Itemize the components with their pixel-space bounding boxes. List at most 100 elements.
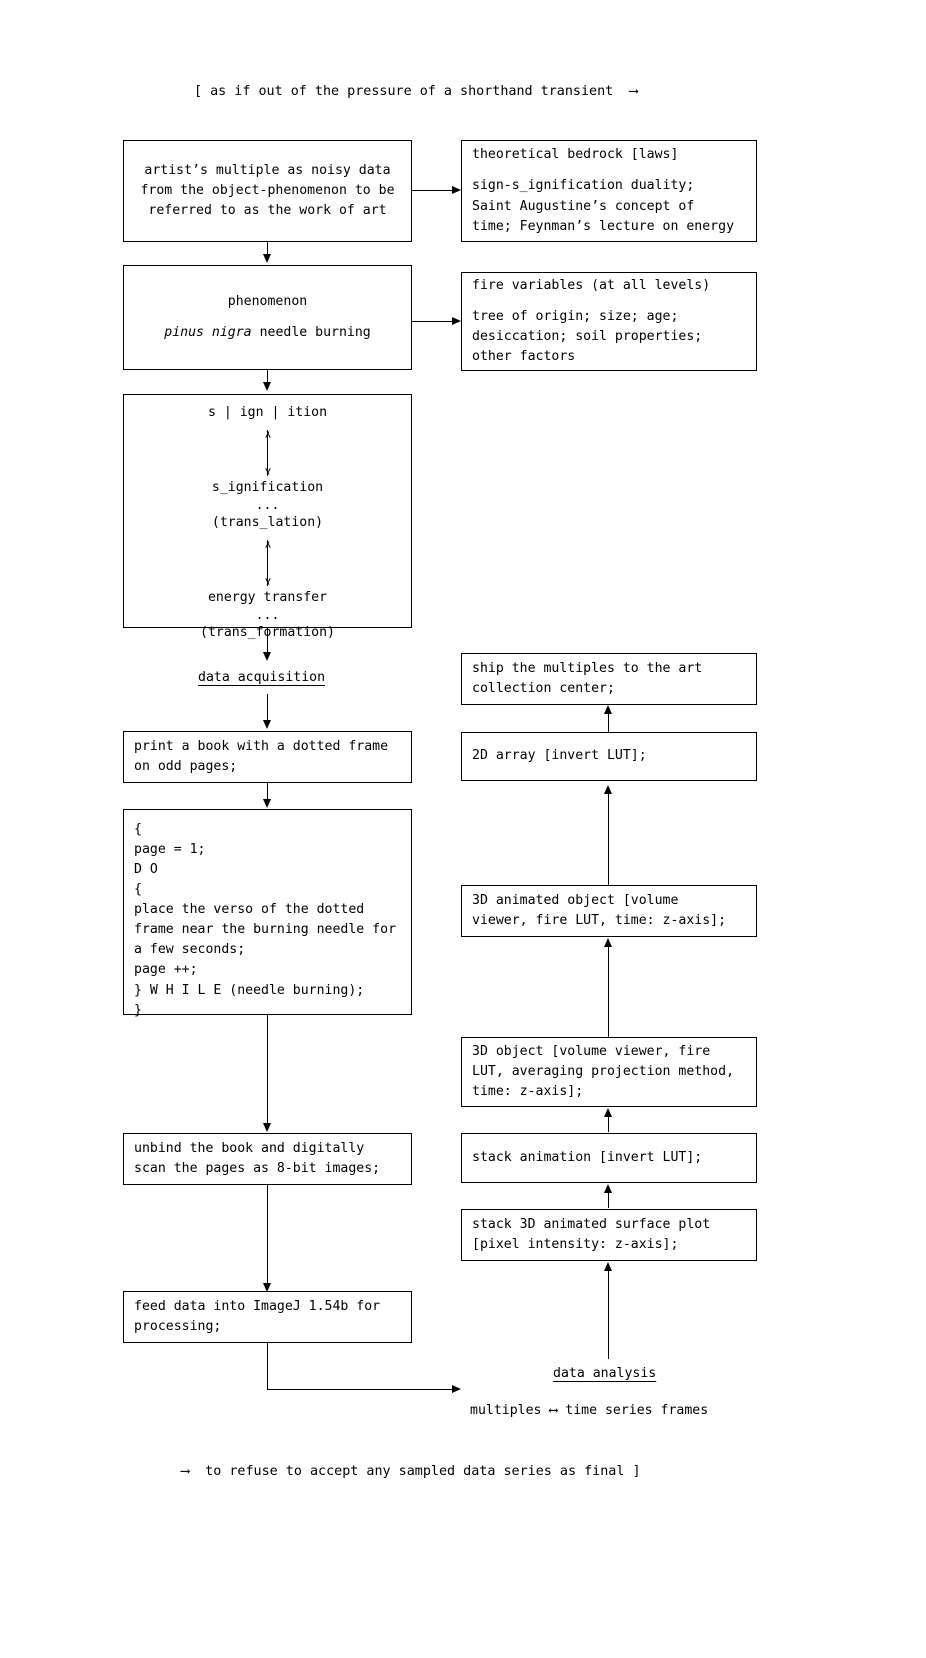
animated-3d-line-1: 3D animated object [volume xyxy=(472,892,679,908)
arrow-head-array-to-ship xyxy=(603,705,612,714)
box-theoretical-bedrock: theoretical bedrock [laws] sign-s_ignifi… xyxy=(461,140,757,242)
phenomenon-line-2: pinus nigra needle burning xyxy=(164,323,370,343)
object-3d-line-3: time: z-axis]; xyxy=(472,1084,584,1100)
artist-multiple-line-1: artist’s multiple as noisy data xyxy=(144,162,391,178)
connector-loop-to-unbind xyxy=(267,1015,268,1125)
arrow-head-analysis-to-surfaceplot xyxy=(603,1262,612,1271)
box-loop-code: { page = 1; D O { place the verso of the… xyxy=(123,809,412,1018)
arrow-head-ignition-up xyxy=(262,427,273,436)
print-book-line-2: on odd pages; xyxy=(134,759,238,774)
label-data-analysis: data analysis xyxy=(553,1366,657,1381)
arrow-head-stackanim-to-object3d xyxy=(603,1108,612,1117)
header-caption: [ as if out of the pressure of a shortha… xyxy=(194,84,638,99)
connector-artist-to-phenomenon xyxy=(267,242,268,256)
box-3d-animated-object: 3D animated object [volume viewer, fire … xyxy=(461,885,757,937)
stack-animation-line-1: stack animation [invert LUT]; xyxy=(472,1149,703,1165)
theoretical-bedrock-line-1: sign-s_ignification duality; xyxy=(472,178,695,194)
feed-imagej-line-1: feed data into ImageJ 1.54b for xyxy=(134,1298,381,1314)
loop-code-line-5: place the verso of the dotted xyxy=(134,902,365,918)
loop-code-line-1: { xyxy=(134,822,142,837)
signification-line-1: s | ign | ition xyxy=(207,405,328,420)
connector-phenomenon-to-fire xyxy=(412,321,452,322)
footer-caption: ⟶ to refuse to accept any sampled data s… xyxy=(181,1464,641,1479)
connector-analysis-to-surfaceplot xyxy=(608,1271,609,1359)
phenomenon-line-2-rest: needle burning xyxy=(251,325,371,340)
unbind-scan-line-1: unbind the book and digitally xyxy=(134,1140,365,1156)
print-book-line-1: print a book with a dotted frame xyxy=(134,738,389,754)
phenomenon-species: pinus nigra xyxy=(164,325,252,340)
loop-code-line-3: D O xyxy=(134,862,158,878)
connector-acquisition-to-print xyxy=(267,694,268,722)
connector-signification-to-acquisition xyxy=(267,628,268,654)
ship-multiples-line-2: collection center; xyxy=(472,681,615,696)
box-signification: s | ign | ition s_ignification ... (tran… xyxy=(123,394,412,640)
connector-array-to-ship xyxy=(608,714,609,733)
signification-line-6: ... xyxy=(255,608,280,623)
connector-artist-to-bedrock xyxy=(412,190,452,191)
surface-plot-line-2: [pixel intensity: z-axis]; xyxy=(472,1237,679,1252)
arrow-head-signification-to-acquisition xyxy=(262,652,271,661)
loop-code-line-9: } W H I L E (needle burning); xyxy=(134,982,365,998)
object-3d-line-2: LUT, averaging projection method, xyxy=(472,1063,735,1079)
artist-multiple-line-2: from the object-phenomenon to be xyxy=(140,182,395,198)
theoretical-bedrock-line-3: time; Feynman’s lecture on energy xyxy=(472,218,735,234)
feed-imagej-line-2: processing; xyxy=(134,1319,222,1334)
animated-3d-line-2: viewer, fire LUT, time: z-axis]; xyxy=(472,913,727,928)
box-phenomenon: phenomenon pinus nigra needle burning xyxy=(123,265,412,370)
signification-line-2: s_ignification xyxy=(211,480,324,495)
connector-unbind-to-imagej xyxy=(267,1185,268,1285)
box-surface-plot: stack 3D animated surface plot [pixel in… xyxy=(461,1209,757,1261)
connector-surfaceplot-to-stackanim xyxy=(608,1193,609,1208)
loop-code-line-2: page = 1; xyxy=(134,842,206,858)
label-multiples-time-series: multiples ⟷ time series frames xyxy=(470,1403,709,1418)
array-2d-line-1: 2D array [invert LUT]; xyxy=(472,748,647,764)
connector-imagej-down xyxy=(267,1343,268,1390)
arrow-head-loop-to-unbind xyxy=(262,1123,271,1132)
arrow-head-artist-to-bedrock xyxy=(452,185,461,194)
loop-code-line-7: a few seconds; xyxy=(134,942,246,958)
box-ship-multiples: ship the multiples to the art collection… xyxy=(461,653,757,705)
fire-variables-title: fire variables (at all levels) xyxy=(472,277,711,293)
box-fire-variables: fire variables (at all levels) tree of o… xyxy=(461,272,757,371)
box-print-book: print a book with a dotted frame on odd … xyxy=(123,731,412,783)
box-stack-animation: stack animation [invert LUT]; xyxy=(461,1133,757,1183)
arrow-head-imagej-to-multiples xyxy=(452,1384,461,1393)
box-3d-object: 3D object [volume viewer, fire LUT, aver… xyxy=(461,1037,757,1107)
arrow-head-phenomenon-to-fire xyxy=(452,316,461,325)
arrow-head-surfaceplot-to-stackanim xyxy=(603,1184,612,1193)
object-3d-line-1: 3D object [volume viewer, fire xyxy=(472,1043,711,1059)
fire-variables-line-3: other factors xyxy=(472,349,576,365)
unbind-scan-line-2: scan the pages as 8-bit images; xyxy=(134,1161,381,1176)
arrow-head-phenomenon-to-signification xyxy=(262,382,271,391)
signification-line-5: energy transfer xyxy=(207,590,328,605)
fire-variables-line-2: desiccation; soil properties; xyxy=(472,329,703,344)
theoretical-bedrock-title: theoretical bedrock [laws] xyxy=(472,147,679,163)
box-2d-array: 2D array [invert LUT]; xyxy=(461,732,757,781)
loop-code-line-8: page ++; xyxy=(134,962,198,978)
signification-line-4: (trans_lation) xyxy=(211,515,324,530)
box-feed-imagej: feed data into ImageJ 1.54b for processi… xyxy=(123,1291,412,1343)
connector-imagej-right xyxy=(267,1389,454,1390)
connector-phenomenon-to-signification xyxy=(267,370,268,384)
box-unbind-scan: unbind the book and digitally scan the p… xyxy=(123,1133,412,1185)
connector-object3d-to-animated3d xyxy=(608,947,609,1038)
artist-multiple-line-3: referred to as the work of art xyxy=(148,203,387,219)
fire-variables-line-1: tree of origin; size; age; xyxy=(472,308,679,324)
ship-multiples-line-1: ship the multiples to the art xyxy=(472,660,703,676)
label-data-acquisition: data acquisition xyxy=(198,670,326,685)
connector-translation-energy xyxy=(267,540,268,586)
phenomenon-line-1: phenomenon xyxy=(227,293,308,309)
theoretical-bedrock-line-2: Saint Augustine’s concept of xyxy=(472,198,695,214)
arrow-head-object3d-to-animated3d xyxy=(603,938,612,947)
arrow-head-animated3d-to-array xyxy=(603,785,612,794)
connector-animated3d-to-array xyxy=(608,794,609,886)
loop-code-line-4: { xyxy=(134,882,142,898)
connector-ignition-signification xyxy=(267,430,268,476)
arrow-head-artist-to-phenomenon xyxy=(262,254,271,263)
connector-stackanim-to-object3d xyxy=(608,1117,609,1132)
signification-line-3: ... xyxy=(255,498,280,513)
arrow-head-unbind-to-imagej xyxy=(262,1283,271,1292)
arrow-head-acquisition-to-print xyxy=(262,720,271,729)
box-artist-multiple: artist’s multiple as noisy data from the… xyxy=(123,140,412,242)
